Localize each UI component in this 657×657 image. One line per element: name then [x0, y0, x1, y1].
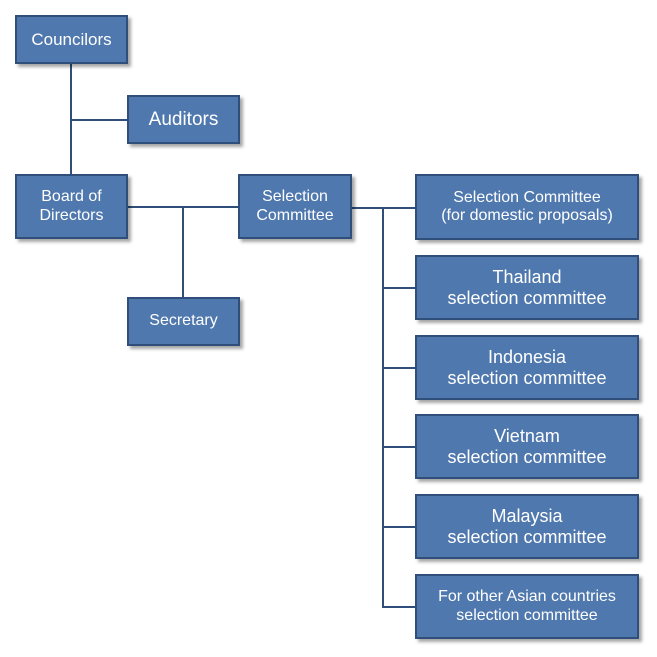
connector-to-indonesia	[382, 367, 416, 369]
connector-to-secretary	[182, 206, 184, 298]
connector-committee-trunk	[382, 207, 384, 607]
thailand-committee-label: Thailand selection committee	[447, 266, 607, 308]
selection-committee-box: Selection Committee	[238, 174, 352, 239]
connector-to-thailand	[382, 287, 416, 289]
domestic-committee-label: Selection Committee (for domestic propos…	[441, 188, 613, 224]
connector-to-vietnam	[382, 446, 416, 448]
selection-committee-label: Selection Committee	[256, 188, 334, 224]
other-asian-committee-label: For other Asian countries selection comm…	[438, 588, 616, 624]
secretary-label: Secretary	[149, 312, 218, 330]
malaysia-committee-label: Malaysia selection committee	[447, 505, 607, 547]
malaysia-committee-box: Malaysia selection committee	[415, 494, 639, 559]
connector-to-malaysia	[382, 526, 416, 528]
board-of-directors-box: Board of Directors	[15, 174, 128, 239]
auditors-label: Auditors	[148, 108, 219, 130]
councilors-label: Councilors	[31, 29, 112, 49]
board-of-directors-label: Board of Directors	[39, 188, 104, 224]
connector-to-auditors	[70, 119, 128, 121]
vietnam-committee-label: Vietnam selection committee	[447, 425, 607, 467]
other-asian-committee-box: For other Asian countries selection comm…	[415, 574, 639, 639]
indonesia-committee-box: Indonesia selection committee	[415, 335, 639, 400]
vietnam-committee-box: Vietnam selection committee	[415, 414, 639, 479]
auditors-box: Auditors	[127, 95, 240, 144]
secretary-box: Secretary	[127, 297, 240, 346]
councilors-box: Councilors	[15, 15, 128, 64]
indonesia-committee-label: Indonesia selection committee	[447, 346, 607, 388]
domestic-committee-box: Selection Committee (for domestic propos…	[415, 174, 639, 240]
connector-to-other-asian	[382, 606, 416, 608]
thailand-committee-box: Thailand selection committee	[415, 255, 639, 320]
